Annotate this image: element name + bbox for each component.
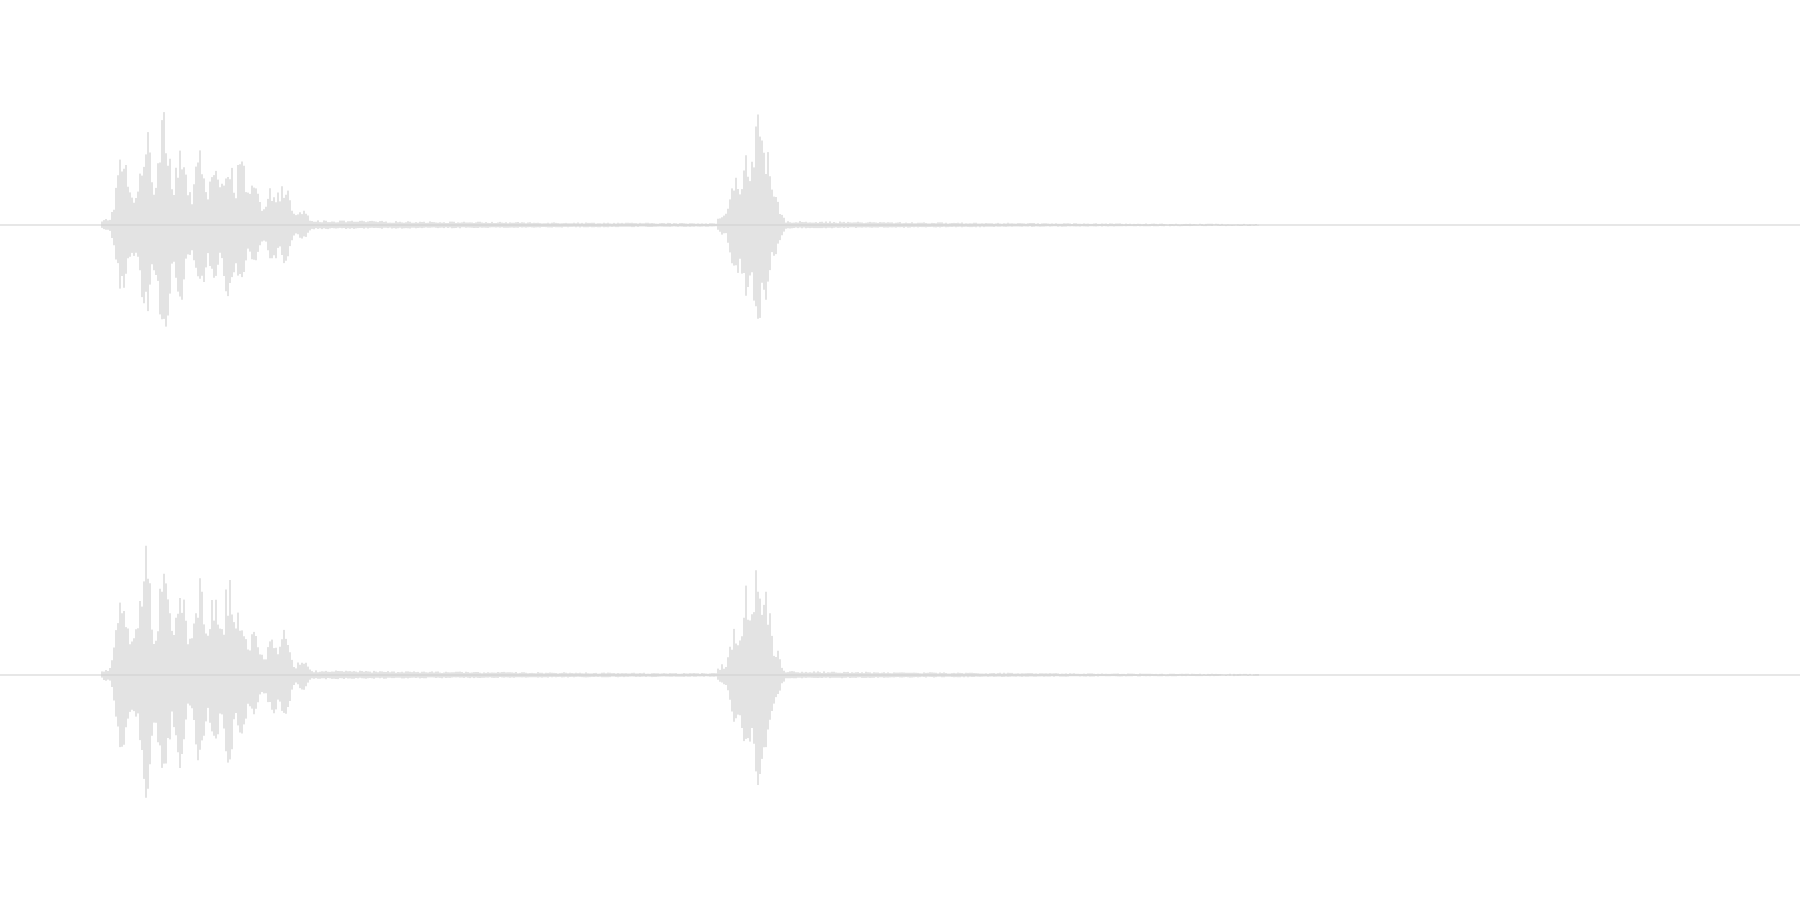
channel-2-waveform [0,545,1800,798]
channel-2-wave-path [101,545,1259,798]
channel-1-wave [101,112,1259,327]
channel-2[interactable] [0,450,1800,900]
channel-1-waveform [0,112,1800,327]
channel-2-wave [101,545,1259,798]
channel-1-wave-path [101,112,1259,327]
channel-1[interactable] [0,0,1800,450]
